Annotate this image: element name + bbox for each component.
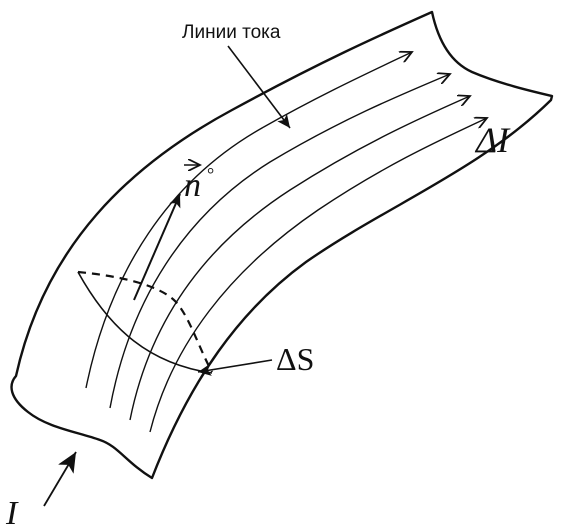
area-element-pointer <box>197 359 273 376</box>
streamline <box>129 96 470 421</box>
normal-vector-arrow <box>133 193 181 301</box>
normal-vector-superscript: ° <box>207 164 214 184</box>
normal-vector-label: n ° <box>184 164 214 204</box>
current-label: I <box>5 495 19 526</box>
streamlines-label: Линии тока <box>182 22 281 43</box>
current-tube-outline <box>10 10 554 480</box>
area-element-label: ΔS <box>276 341 314 377</box>
normal-vector-symbol: n <box>184 167 201 204</box>
current-arrow <box>43 451 77 507</box>
streamline <box>149 118 487 433</box>
delta-current-label: ΔI <box>474 120 511 160</box>
streamlines-pointer <box>227 45 291 129</box>
cross-section-front-edge <box>77 271 213 374</box>
streamline <box>109 74 450 409</box>
streamline <box>85 52 412 389</box>
cross-section-back-edge <box>77 270 213 373</box>
